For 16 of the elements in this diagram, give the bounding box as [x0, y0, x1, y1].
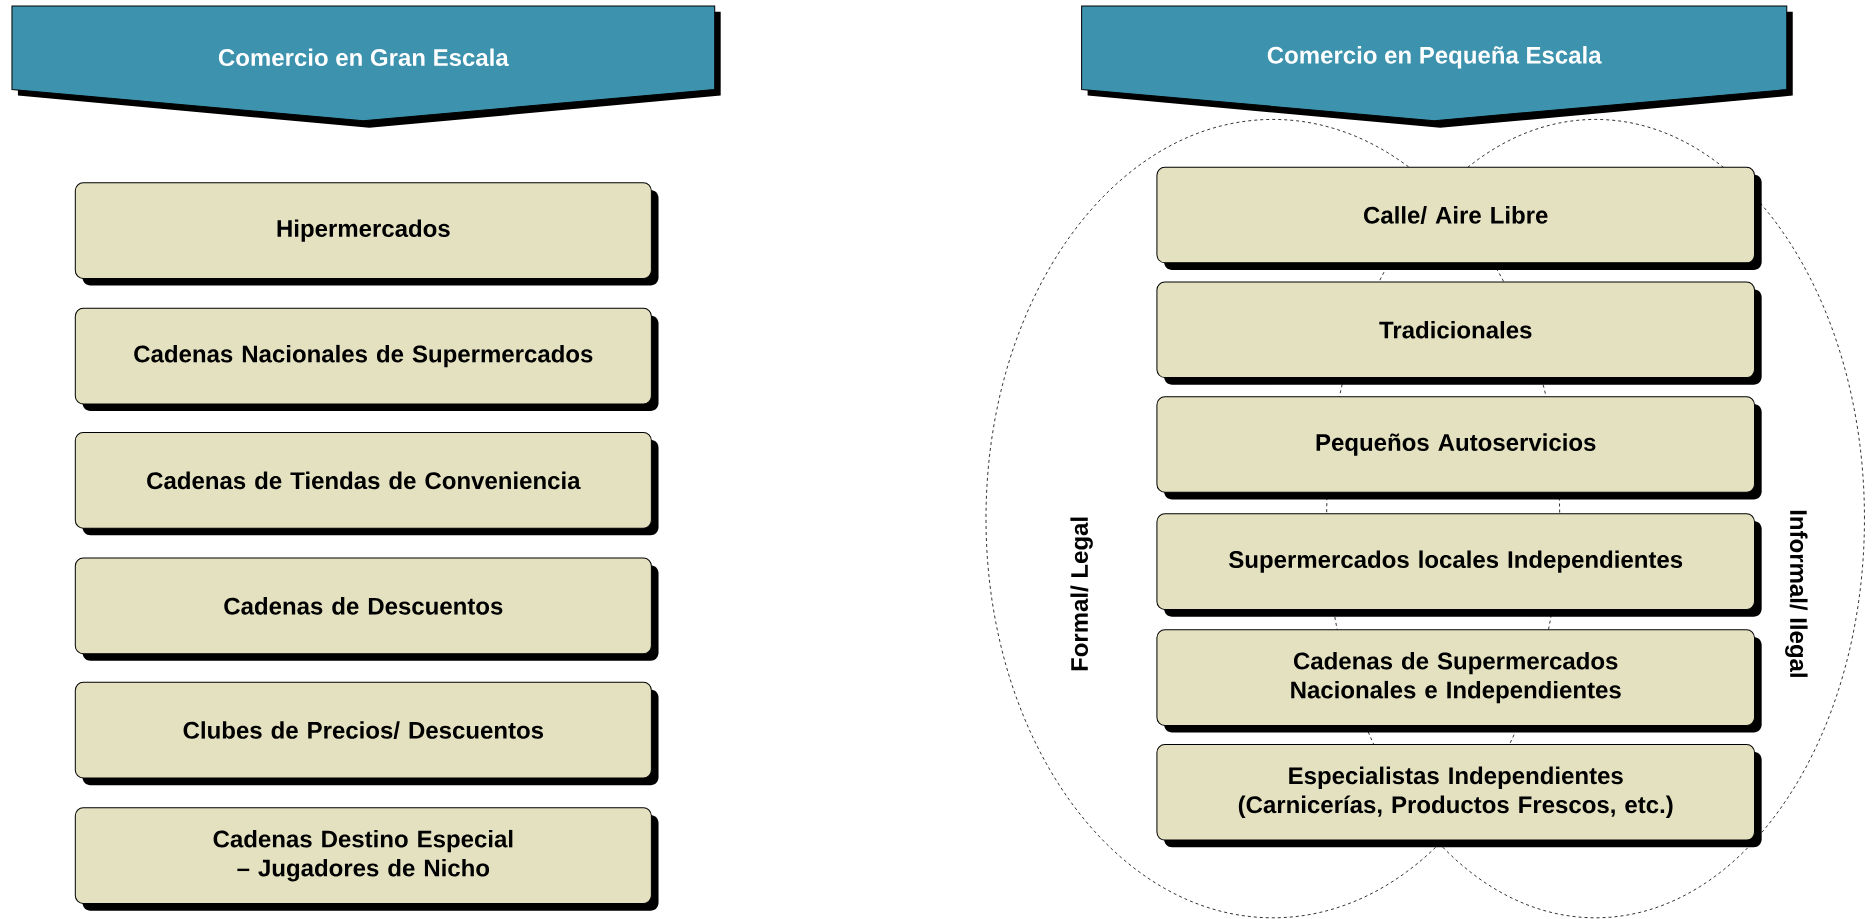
- category-box: Cadenas de Tiendas de Conveniencia: [74, 432, 659, 536]
- category-box: Cadenas de Descuentos: [74, 557, 659, 661]
- ellipse-label: Formal/ Legal: [1070, 517, 1093, 671]
- category-box: Clubes de Precios/ Descuentos: [74, 681, 659, 786]
- category-box: Pequeños Autoservicios: [1156, 396, 1762, 500]
- category-box: Tradicionales: [1156, 281, 1762, 385]
- category-box: Calle/ Aire Libre: [1156, 166, 1762, 270]
- category-box: Hipermercados: [74, 182, 659, 286]
- banner: Comercio en Gran Escala: [11, 5, 721, 128]
- ellipse-label: Informal/ Ilegal: [1785, 510, 1808, 677]
- category-box: Supermercados locales Independientes: [1156, 513, 1762, 617]
- banner: Comercio en Pequeña Escala: [1081, 5, 1793, 128]
- category-box: Cadenas de Supermercados Nacionales e Independientes: [1156, 629, 1762, 733]
- category-box: Especialistas Independientes (Carnicerías, Productos Frescos, etc.): [1156, 744, 1762, 848]
- category-box: Cadenas Destino Especial – Jugadores de Nicho: [74, 807, 659, 911]
- category-box: Cadenas Nacionales de Supermercados: [74, 307, 659, 412]
